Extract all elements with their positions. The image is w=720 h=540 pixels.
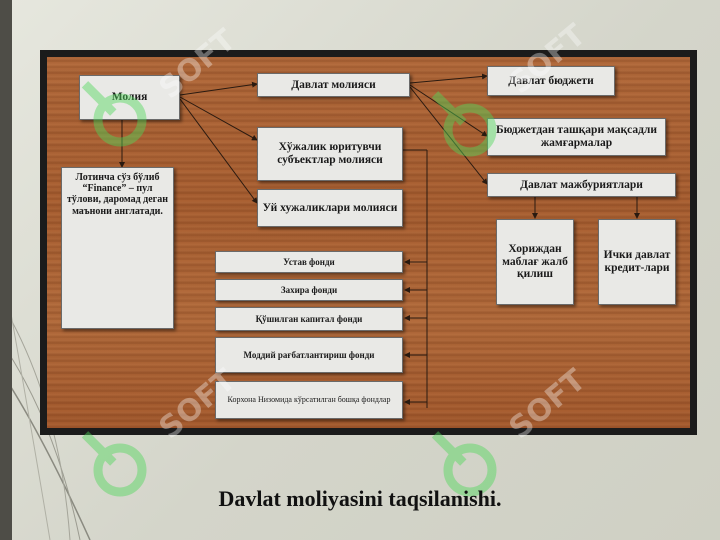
node-davlat-byudzheti: Давлат бюджети	[487, 66, 615, 96]
watermark-icon	[431, 431, 497, 497]
watermark-icon	[81, 81, 147, 147]
node-moliya: Молия	[79, 75, 180, 120]
svg-text:SOFT: SOFT	[503, 362, 593, 446]
node-ichki-kreditlar: Ички давлат кредит-лари	[598, 219, 676, 305]
node-lotincha-izoh: Лотинча сўз бўлиб “Finance” – пул тўлови…	[61, 167, 174, 329]
left-accent-bar	[0, 0, 12, 540]
node-zaxira-fondi: Захира фонди	[215, 279, 403, 301]
watermark-icon	[81, 431, 147, 497]
svg-text:SOFT: SOFT	[503, 17, 593, 101]
node-xorijdan-mablag: Хориждан маблағ жалб қилиш	[496, 219, 574, 305]
node-uy-xojaliklari: Уй хужаликлари молияси	[257, 189, 403, 227]
node-korxona-fondlar: Корхона Низомида кўрсатилган бошқа фондл…	[215, 381, 403, 419]
node-davlat-moliyasi: Давлат молияси	[257, 73, 410, 97]
watermark-icon	[431, 91, 497, 157]
slide-caption: Davlat moliyasini taqsilanishi.	[218, 486, 502, 511]
node-xojalik-subyektlar: Хўжалик юритувчи субъектлар молияси	[257, 127, 403, 181]
svg-text:SOFT: SOFT	[153, 362, 243, 446]
node-byudzhetdan-tashqari: Бюджетдан ташқари мақсадли жамғармалар	[487, 118, 666, 156]
node-ustav-fondi: Устав фонди	[215, 251, 403, 273]
node-moddiy-ragbat: Моддий рағбатлантириш фонди	[215, 337, 403, 373]
node-davlat-majburiyatlari: Давлат мажбуриятлари	[487, 173, 676, 197]
node-qoshilgan-kapital: Қўшилган капитал фонди	[215, 307, 403, 331]
svg-text:SOFT: SOFT	[153, 22, 243, 106]
